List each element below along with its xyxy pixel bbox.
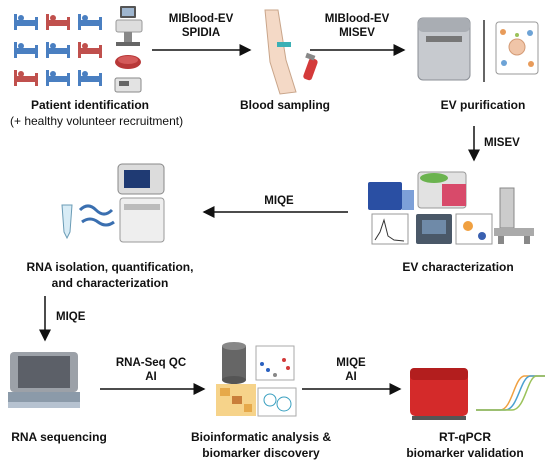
database-icon <box>222 342 246 384</box>
rna-isolation-title-line2: and characterization <box>51 276 169 290</box>
arrow2-label-line1: MIBlood-EV <box>324 13 390 25</box>
arrow7-label-line2: AI <box>345 371 357 383</box>
bioanalyzer-icon <box>119 197 165 243</box>
ev-particles-icon <box>495 21 539 75</box>
sequencer-icon <box>8 352 80 408</box>
rna-isolation-title-line1: RNA isolation, quantification, <box>26 260 194 274</box>
nanodrop-device-icon <box>117 163 165 195</box>
rtqpcr-title-line1: RT-qPCR <box>439 430 491 444</box>
patient-stage-subtitle: (+ healthy volunteer recruitment) <box>10 114 184 128</box>
pca-plot-icon <box>257 387 297 417</box>
arrow1-label-line1: MIBlood-EV <box>168 13 234 25</box>
arrow3-label: MISEV <box>484 137 520 149</box>
patient-stage-title: Patient identification <box>30 98 149 112</box>
arrow6-label-line2: AI <box>145 371 157 383</box>
rtqpcr-title-line2: biomarker validation <box>406 446 524 460</box>
tube-rna-icon <box>61 204 115 240</box>
bioinformatics-title-line1: Bioinformatic analysis & <box>190 430 332 444</box>
centrifuge-icon <box>417 17 471 81</box>
patient-beds-icon <box>14 14 102 86</box>
analyzer-device-icon <box>114 77 142 93</box>
arm-blood-draw-icon <box>264 9 318 95</box>
sequencing-stage-title: RNA sequencing <box>11 430 107 444</box>
arrow1-label-line2: SPIDIA <box>181 27 221 39</box>
volcano-plot-icon <box>255 345 295 381</box>
arrow7-label-line1: MIQE <box>336 357 366 369</box>
petri-dish-icon <box>115 55 141 69</box>
amplification-curves-icon <box>476 375 545 411</box>
arrow5-label: MIQE <box>56 311 86 323</box>
bioinformatics-title-line2: biomarker discovery <box>202 446 320 460</box>
arrow4-label: MIQE <box>264 195 294 207</box>
purification-stage-title: EV purification <box>440 98 526 112</box>
qpcr-machine-icon <box>410 368 468 420</box>
characterization-stage-title: EV characterization <box>402 260 514 274</box>
ultrasound-machine-icon <box>115 6 143 46</box>
blood-stage-title: Blood sampling <box>240 98 330 112</box>
arrow2-label-line2: MISEV <box>339 27 375 39</box>
ev-characterization-instruments-icon <box>368 171 534 245</box>
arrow6-label-line1: RNA-Seq QC <box>115 357 187 369</box>
heatmap-icon <box>216 384 256 416</box>
